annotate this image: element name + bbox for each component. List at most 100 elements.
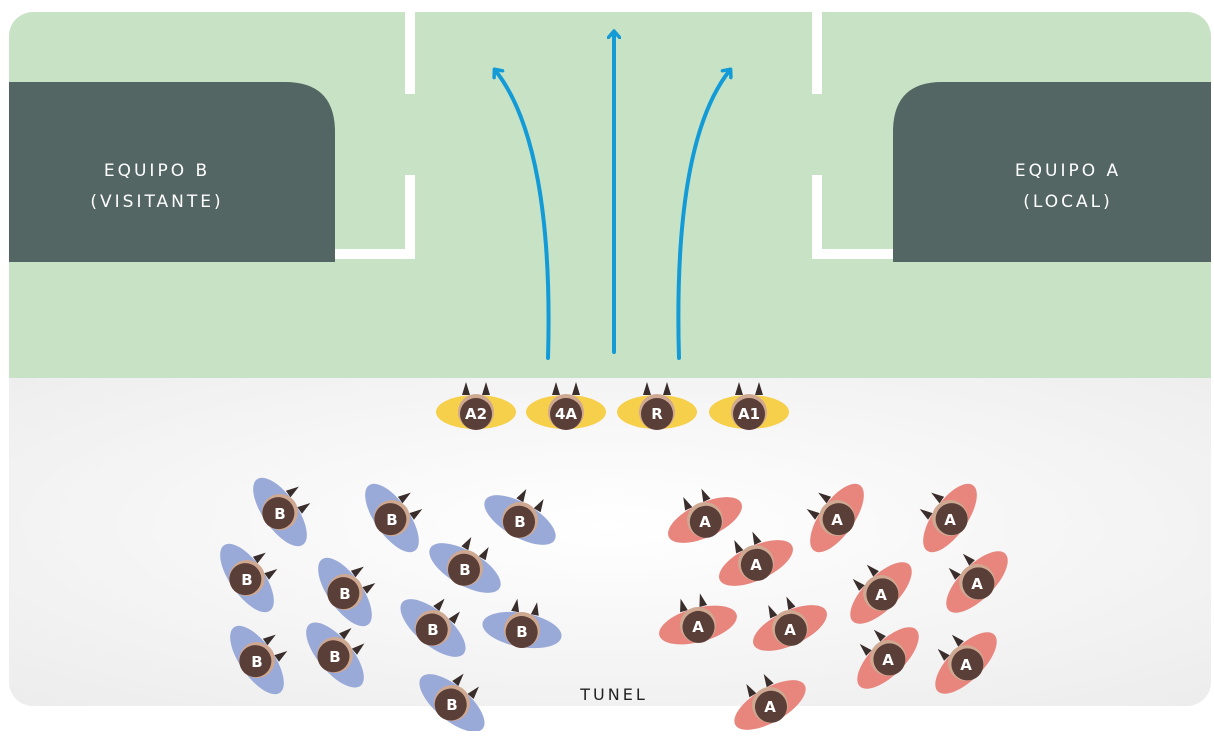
shoe-shape [931, 492, 945, 504]
player-b-label: B [446, 696, 457, 714]
head-shape [755, 690, 787, 723]
player-b [400, 598, 466, 657]
player-a-label: A [944, 511, 956, 529]
shoe-shape [467, 686, 479, 699]
player-a [850, 562, 912, 624]
team-b-label-line1: EQUIPO B [104, 161, 210, 181]
head-shape [822, 503, 855, 536]
player-b [365, 483, 423, 553]
shoe-shape [951, 634, 964, 647]
official-r-label: R [651, 405, 663, 423]
shoe-shape [530, 602, 539, 616]
player-b-label: B [339, 585, 350, 603]
player-b [220, 543, 278, 613]
head-shape [503, 505, 535, 538]
player-a-label: A [750, 556, 762, 574]
head-shape [327, 577, 360, 610]
shoe-shape [462, 382, 470, 395]
player-b-label: B [274, 505, 285, 523]
arrow-left [495, 70, 551, 360]
player-a [719, 531, 793, 586]
player-a [919, 483, 977, 553]
shoe-shape [699, 593, 708, 608]
shoe-shape [285, 486, 299, 498]
shoe-shape [768, 605, 778, 619]
player-b-label: B [459, 561, 470, 579]
tunnel-label: TUNEL [579, 685, 647, 704]
bench-team-b [9, 82, 335, 262]
player-a-label: A [882, 651, 894, 669]
player-b-label: B [241, 571, 252, 589]
tunnel-floor [9, 378, 1211, 706]
player-a [734, 674, 806, 730]
player-b [253, 477, 311, 547]
shoe-shape [746, 684, 757, 698]
head-shape [641, 398, 673, 430]
shoe-shape [264, 568, 278, 580]
official-r [617, 382, 697, 430]
shoe-shape [351, 643, 365, 655]
head-shape [733, 398, 765, 430]
player-a-label: A [971, 575, 983, 593]
head-shape [262, 497, 295, 530]
head-shape [740, 548, 773, 581]
head-shape [317, 640, 350, 673]
head-shape [448, 553, 480, 586]
player-a [935, 632, 997, 694]
player-b-label: B [514, 513, 525, 531]
head-shape [682, 610, 715, 643]
shoe-shape [852, 578, 865, 591]
head-shape [935, 503, 968, 536]
head-shape [873, 643, 906, 676]
shoe-shape [937, 648, 950, 661]
player-a-label: A [960, 656, 972, 674]
player-a-label: A [784, 621, 796, 639]
shoe-shape [533, 499, 544, 513]
shoe-shape [461, 537, 472, 551]
head-shape [229, 563, 262, 596]
bench-team-a [893, 82, 1211, 262]
shoe-shape [680, 598, 688, 613]
shoe-shape [252, 552, 266, 564]
shoe-shape [755, 382, 763, 395]
player-b-label: B [516, 623, 527, 641]
head-shape [866, 578, 899, 611]
official-a2-label: A2 [465, 405, 487, 423]
pitch-markings [335, 12, 893, 259]
player-b [306, 622, 365, 688]
shoe-shape [701, 488, 711, 503]
walkout-arrows [495, 32, 730, 360]
shoe-shape [409, 508, 423, 520]
shoe-shape [734, 540, 744, 554]
head-shape [951, 648, 984, 681]
player-b [429, 537, 501, 593]
shoe-shape [362, 582, 376, 594]
shoe-shape [552, 382, 560, 395]
player-b-label: B [251, 653, 262, 671]
player-b-label: B [329, 648, 340, 666]
shoe-shape [478, 547, 489, 561]
team-a-label-line2: (LOCAL) [1023, 192, 1112, 212]
player-b-label: B [386, 511, 397, 529]
head-shape [550, 398, 582, 430]
shoe-shape [643, 382, 651, 395]
team-a-label-line1: EQUIPO A [1015, 161, 1121, 181]
player-a [857, 627, 919, 689]
shoe-shape [397, 492, 411, 504]
player-b [230, 625, 288, 695]
team-b-label-line2: (VISITANTE) [90, 192, 223, 212]
shoe-shape [274, 650, 288, 662]
player-a-label: A [764, 698, 776, 716]
official-4a [526, 382, 606, 430]
player-b [484, 489, 556, 545]
shoe-shape [786, 596, 796, 611]
shoe-shape [683, 497, 693, 511]
shoe-shape [859, 643, 872, 656]
player-b [318, 557, 376, 627]
head-shape [239, 645, 272, 678]
head-shape [689, 505, 722, 538]
player-a [659, 593, 737, 645]
